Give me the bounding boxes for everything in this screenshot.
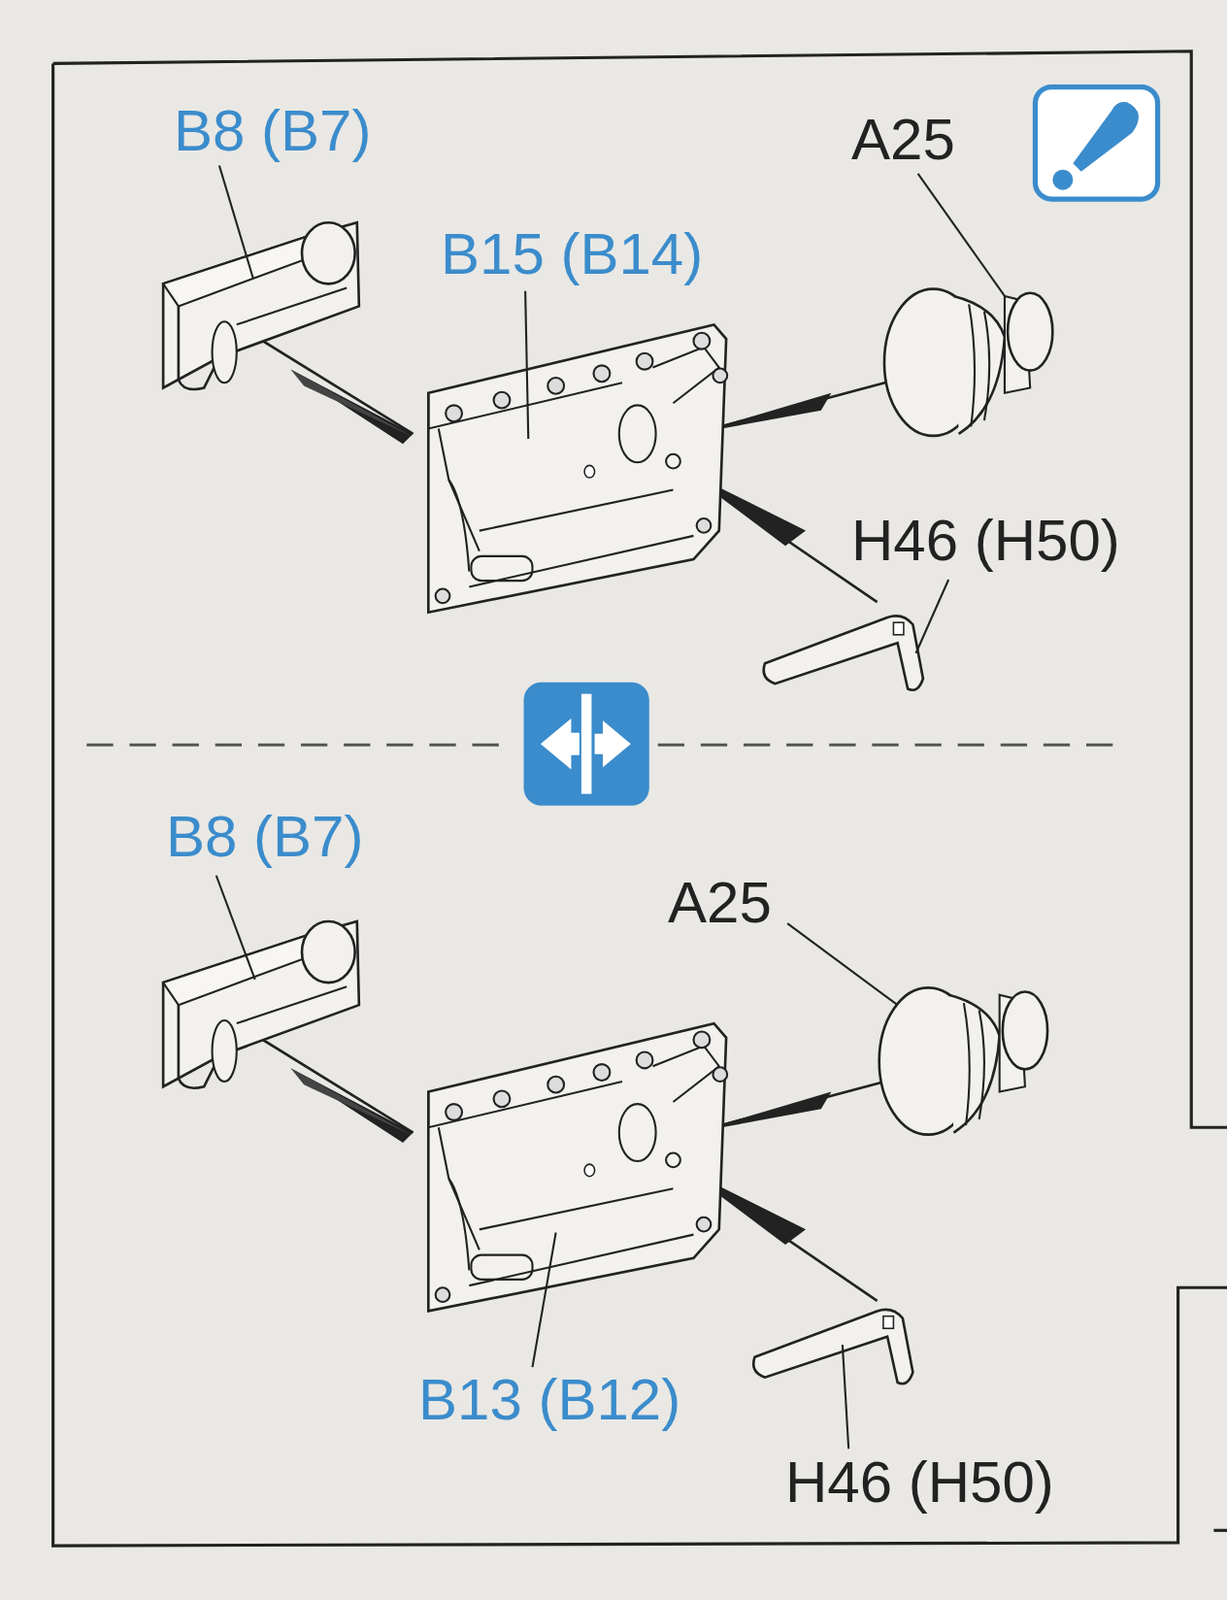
part-number: A25 bbox=[667, 873, 772, 932]
bottom-assembly bbox=[163, 921, 1048, 1384]
part-number: A25 bbox=[851, 110, 956, 169]
divider bbox=[86, 743, 515, 747]
divider bbox=[658, 743, 1128, 747]
frame bbox=[53, 63, 1227, 1546]
attention-icon bbox=[1034, 87, 1158, 200]
part-number: B8 (B7) bbox=[173, 101, 371, 161]
frame bbox=[1213, 1528, 1227, 1532]
frame bbox=[53, 51, 1227, 1128]
part-number: B8 (B7) bbox=[165, 807, 364, 866]
alternative-icon bbox=[525, 683, 648, 804]
part-number: B13 (B12) bbox=[418, 1370, 681, 1429]
top-assembly bbox=[163, 222, 1053, 690]
part-number: H46 (H50) bbox=[851, 511, 1121, 570]
part-number: H46 (H50) bbox=[785, 1453, 1055, 1512]
part-number: B15 (B14) bbox=[440, 225, 703, 284]
